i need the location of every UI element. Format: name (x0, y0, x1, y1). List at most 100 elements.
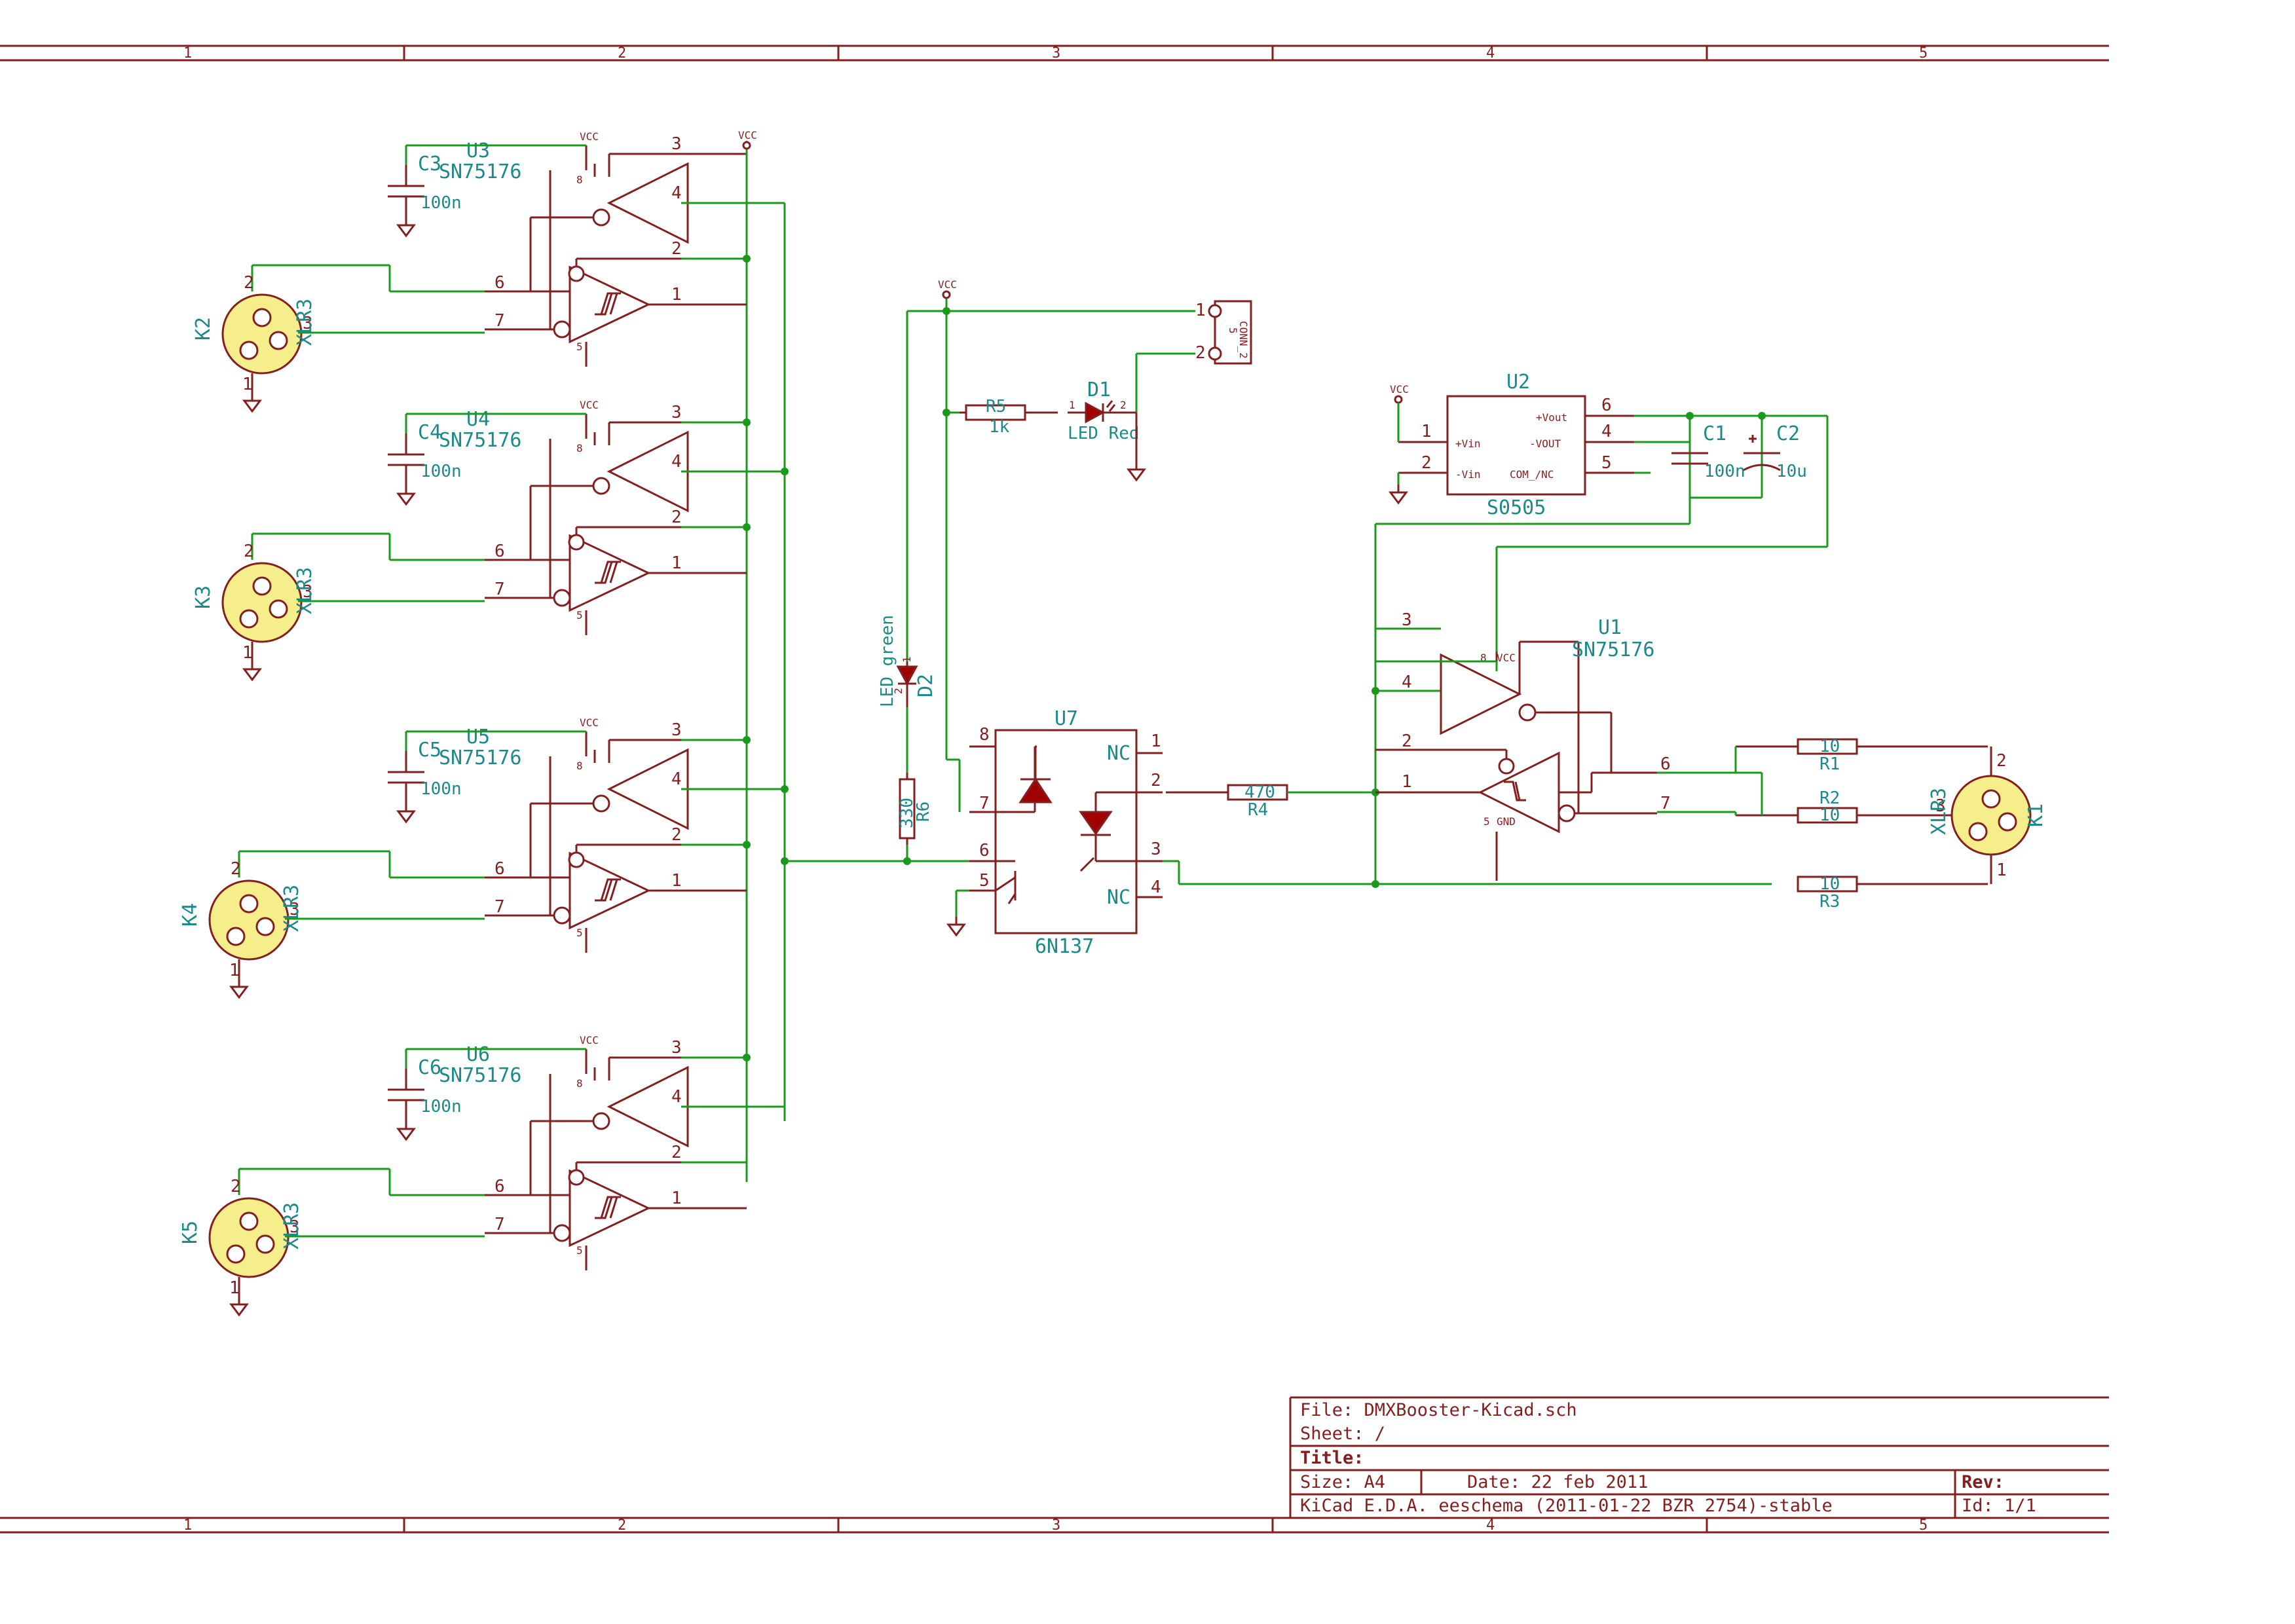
vcc-label: VCC (580, 399, 599, 411)
pin-4-label: 4 (671, 1087, 682, 1107)
xlr-pin3: 3 (1935, 796, 1946, 816)
xlr-pin3: 3 (289, 1217, 300, 1237)
cap-value: 100n (1704, 462, 1745, 481)
vcc-pin-label: 8 (576, 1077, 583, 1090)
connector-ref: K2 (192, 317, 215, 341)
vcc-label: VCC (580, 716, 599, 729)
resistor-r1: 10 R1 (1736, 737, 1988, 774)
opto-pin2: 2 (1151, 771, 1161, 790)
xlr-pin2: 2 (1996, 751, 2007, 771)
resistor-value: 10 (1819, 737, 1840, 756)
bus-vcc: VCC (738, 129, 757, 150)
vcc-label: VCC (580, 1034, 599, 1046)
connector-ref: K1 (2024, 803, 2047, 827)
resistor-value: 1k (989, 417, 1010, 437)
dcdc-pin2: 2 (1421, 453, 1432, 473)
led-pin2: 2 (892, 688, 905, 694)
connector-value: XLR3 (280, 885, 303, 932)
u1-pin2: 2 (1402, 731, 1412, 751)
led-pin1: 1 (901, 656, 913, 663)
connector-ref: K3 (192, 585, 215, 609)
cap-c4: C4 100n (386, 413, 586, 506)
title-block-software: KiCad E.D.A. eeschema (2011-01-22 BZR 27… (1300, 1496, 1833, 1516)
xlr-pin1: 1 (1996, 860, 2007, 880)
resistor-ref: R1 (1819, 754, 1840, 774)
title-block-id: Id: 1/1 (1962, 1496, 2036, 1516)
vcc-mid-label: VCC (938, 278, 957, 291)
resistor-r6: 330 R6 (897, 773, 933, 845)
vcc-pin-label: 8 (576, 174, 583, 186)
u1-value: SN75176 (1572, 638, 1654, 661)
ruler-top-3: 3 (1052, 45, 1060, 62)
cap-value: 10u (1776, 462, 1807, 481)
connector-value: XLR3 (280, 1202, 303, 1249)
cap-ref: C6 (418, 1056, 441, 1079)
cap-ref: C4 (418, 421, 441, 444)
resistor-value: 10 (1819, 805, 1840, 825)
transceiver-value: SN75176 (439, 1064, 521, 1087)
transceiver-block-u4: 8 5 3 4 2 1 6 7 U4 SN75176 VCC (439, 399, 748, 637)
pin-1-label: 1 (671, 553, 682, 573)
output-transceiver-u1: 3 4 2 1 6 7 8 VCC 5 GND U1 SN75176 (1371, 610, 1671, 888)
pin-7-label: 7 (494, 311, 505, 331)
vcc-label: VCC (580, 130, 599, 143)
xlr-pin1: 1 (229, 1278, 240, 1298)
resistor-r3: 10 R3 (1797, 874, 1988, 912)
pin-7-label: 7 (494, 897, 505, 917)
opto-nc-1: NC (1107, 742, 1130, 765)
ruler-bottom-3: 3 (1052, 1517, 1060, 1534)
title-block-sheet: Sheet: / (1300, 1424, 1385, 1444)
optocoupler-u7: 8 7 6 5 1 2 3 4 NC NC U7 6N137 (969, 707, 1163, 958)
resistor-ref: R2 (1819, 788, 1840, 808)
led-pin2: 2 (1120, 399, 1127, 411)
u1-pin3: 3 (1402, 610, 1412, 630)
pin-3-label: 3 (671, 134, 682, 154)
dcdc-pin1: 1 (1421, 422, 1432, 441)
xlr-pin2: 2 (244, 542, 254, 561)
cap-ref: C5 (418, 739, 441, 762)
led-d1: 1 2 D1 LED Red (1068, 378, 1140, 443)
dcdc-pin-com: COM_/NC (1510, 468, 1554, 481)
vcc-pin-label: 8 (576, 442, 583, 454)
pin-2-label: 2 (671, 825, 682, 845)
dcdc-pin5: 5 (1601, 453, 1612, 473)
vcc-dcdc-label: VCC (1390, 383, 1409, 396)
output-resistor-wiring (1657, 747, 1763, 815)
connector-k4: 2 3 1 K4 XLR3 (179, 850, 485, 999)
transceiver-ref: U6 (466, 1043, 490, 1066)
bus-vcc-label: VCC (738, 129, 757, 141)
dcdc-pin4: 4 (1601, 422, 1612, 441)
connector-value: XLR3 (293, 299, 316, 346)
transceiver-block-u3: 8 5 3 4 2 1 6 7 U3 SN75176 VCC (439, 130, 748, 368)
dcdc-u2: +Vin -Vin +Vout -VOUT COM_/NC 1 2 6 4 5 … (1398, 371, 1634, 519)
resistor-ref: R4 (1248, 800, 1268, 820)
dcdc-pin-vin-n: -Vin (1455, 468, 1481, 481)
transceiver-value: SN75176 (439, 429, 521, 452)
ruler-top-4: 4 (1486, 45, 1495, 62)
cap-c6: C6 100n (386, 1048, 586, 1141)
ruler-top-2: 2 (618, 45, 626, 62)
cap-c5: C5 100n (386, 730, 586, 823)
gnd-pin-label: 5 (576, 1244, 583, 1257)
connector-k1: 2 3 1 K1 XLR3 (1928, 747, 2047, 884)
opto-pin5: 5 (979, 871, 990, 891)
dcdc-pin-vin-p: +Vin (1455, 437, 1481, 450)
opto-nc-2: NC (1107, 886, 1130, 909)
cap-value: 100n (420, 462, 462, 481)
resistor-r5: R5 1k (960, 397, 1058, 437)
resistor-value: 330 (897, 798, 917, 828)
pin-6-label: 6 (494, 859, 505, 879)
opto-pin3: 3 (1151, 840, 1161, 859)
pin-7-label: 7 (494, 1215, 505, 1234)
resistor-value: 470 (1244, 783, 1275, 802)
resistor-r4: 470 R4 (1166, 783, 1288, 820)
pin-1-label: 1 (671, 1189, 682, 1208)
title-block-date: Date: 22 feb 2011 (1467, 1472, 1648, 1492)
conn-pin2: 2 (1195, 343, 1206, 363)
ruler-top: 1 2 3 4 5 (183, 45, 1928, 62)
pin-4-label: 4 (671, 769, 682, 789)
connector-k3: 2 3 1 K3 XLR3 (192, 532, 485, 681)
pin-3-label: 3 (671, 720, 682, 740)
ground-d1 (1127, 413, 1146, 481)
